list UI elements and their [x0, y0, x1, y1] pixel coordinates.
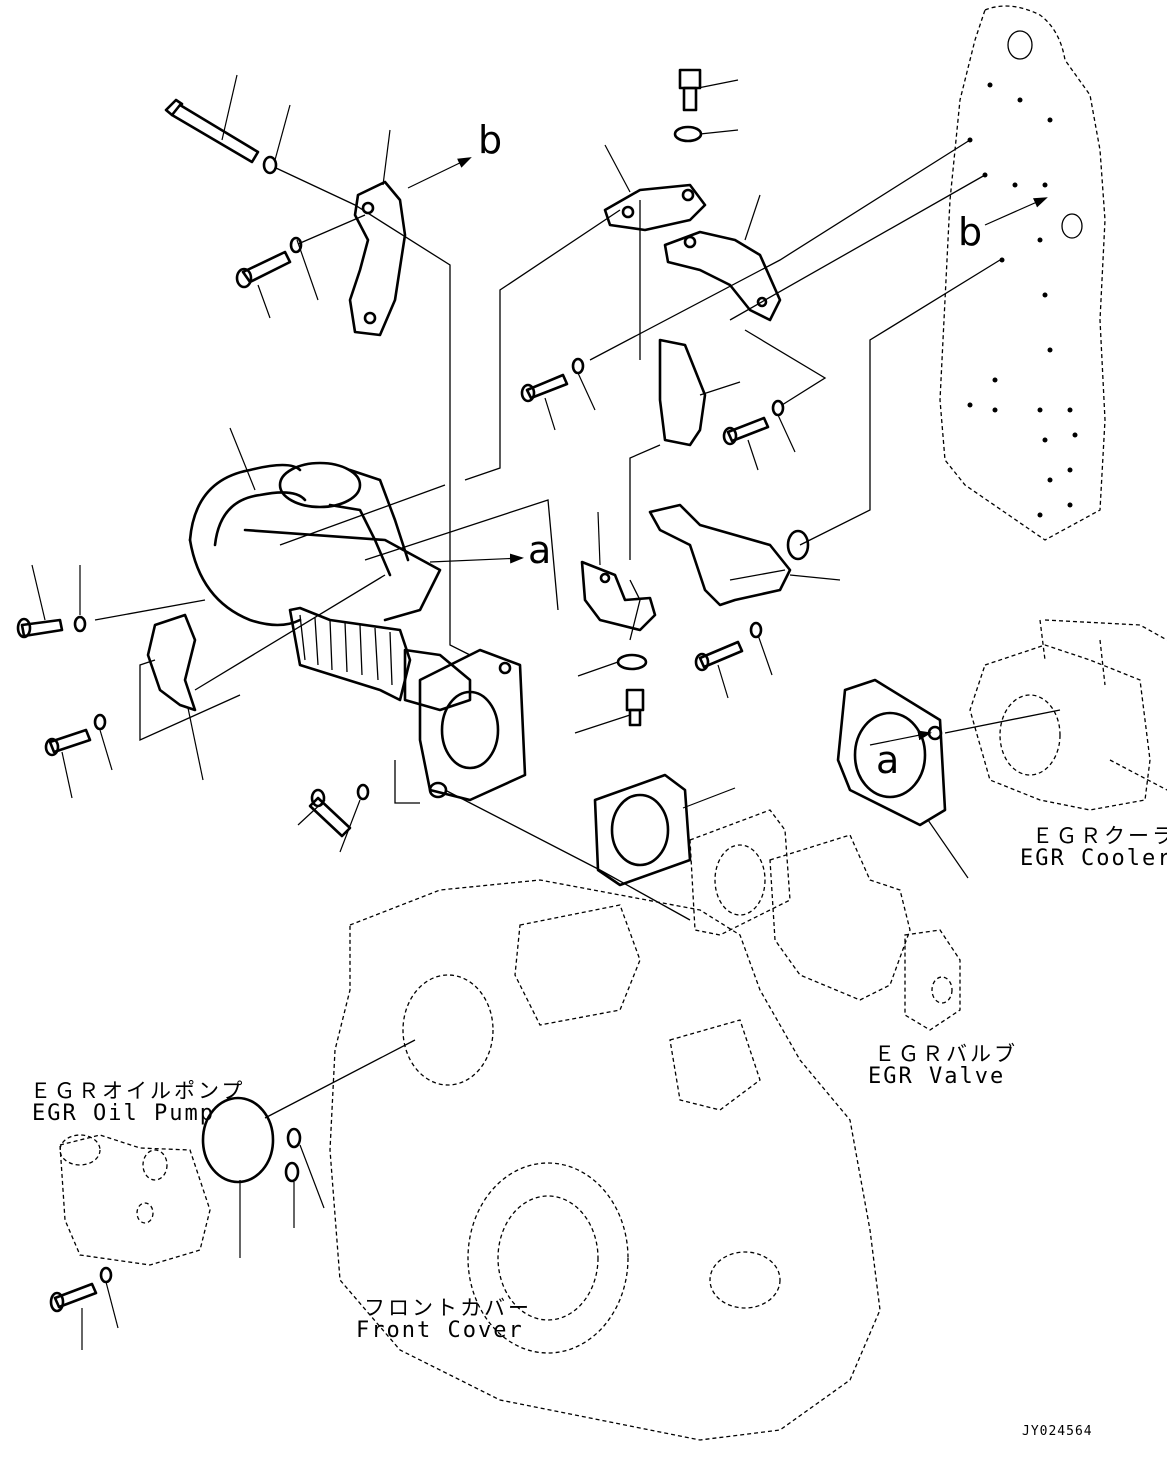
o-ring-small — [286, 1127, 302, 1149]
bracket-angle-top — [663, 230, 782, 322]
arrow-right-icon — [869, 730, 932, 746]
long-bolt — [164, 98, 260, 164]
front-cover-label-jp: フロントカバー — [364, 1296, 532, 1320]
washer — [356, 783, 370, 801]
egr-oil-pump — [59, 1134, 211, 1266]
bolt-short-3 — [722, 416, 770, 446]
drawing-code: JY024564 — [1022, 1424, 1093, 1439]
bracket-lower-left — [146, 613, 197, 712]
washer — [99, 1266, 113, 1284]
o-ring-small — [284, 1161, 300, 1183]
washer — [771, 399, 785, 417]
ref-a-pipe: a — [528, 528, 552, 572]
front-cover — [329, 879, 881, 1441]
ref-b-top: b — [478, 118, 503, 162]
flat-washer — [616, 653, 648, 671]
washer — [73, 615, 87, 633]
egr-pipe — [188, 461, 472, 712]
clamp-bracket-upper — [348, 180, 407, 337]
bolt-short-8 — [49, 1282, 98, 1313]
washer — [289, 236, 303, 254]
bracket-plate-top — [603, 183, 707, 232]
egr-oil-pump-label-en: EGR Oil Pump — [32, 1101, 215, 1126]
washer — [571, 357, 585, 375]
bracket-curved-mid — [658, 338, 707, 447]
bolt-short-7 — [308, 788, 352, 838]
egr-valve — [689, 809, 961, 1031]
egr-valve-label-en: EGR Valve — [868, 1064, 1006, 1089]
egr-valve-label-jp: ＥＧＲバルブ — [874, 1042, 1018, 1066]
ref-a-gasket: a — [876, 738, 900, 782]
bracket-l-small — [580, 560, 657, 632]
bolt-short-2 — [520, 373, 569, 403]
bolt-short-6 — [44, 728, 92, 757]
bracket-l-mid — [648, 503, 810, 607]
gasket-valve — [593, 773, 692, 887]
bolt-short-1 — [235, 250, 292, 289]
egr-cooler-label-jp: ＥＧＲクーラ — [1032, 824, 1167, 848]
egr-cooler-label-en: EGR Cooler — [1020, 846, 1167, 871]
arrow-right-icon — [984, 197, 1048, 226]
washer — [93, 713, 107, 731]
washer — [749, 621, 763, 639]
leader-lines — [31, 74, 1061, 1350]
bolt-vertical-low — [625, 688, 645, 727]
egr-oil-pump-label-jp: ＥＧＲオイルポンプ — [30, 1079, 246, 1103]
egr-cooler — [969, 619, 1167, 811]
bolt-short-4 — [694, 640, 744, 672]
front-cover-label-en: Front Cover — [356, 1318, 524, 1343]
flat-washer — [673, 125, 703, 143]
arrow-right-icon — [429, 553, 524, 564]
o-ring-large — [201, 1096, 275, 1184]
mounting-plate — [939, 5, 1106, 541]
gasket-cooler — [836, 678, 947, 827]
bolt-vertical-top — [678, 68, 702, 112]
bolt-short-5 — [16, 617, 64, 639]
pipe-flange — [418, 648, 527, 802]
washer — [262, 155, 278, 175]
arrow-right-icon — [407, 157, 472, 189]
ref-b-right: b — [958, 210, 983, 254]
